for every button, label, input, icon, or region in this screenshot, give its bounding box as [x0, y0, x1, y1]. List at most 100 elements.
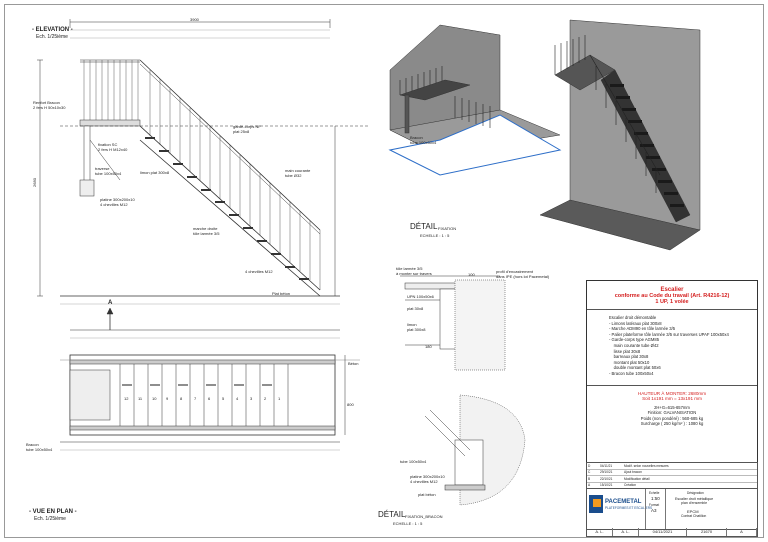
plan-beton: Béton: [348, 361, 359, 366]
note-platine: platine 300x200x10 4 chevilles M12: [100, 197, 135, 207]
detail-top-note-3: UPN 100x50x6: [407, 294, 434, 299]
plan-dim-width: 800: [347, 402, 354, 407]
headline-line-3: 1 UP, 1 volée: [655, 299, 689, 305]
section-detail-bottom: [424, 394, 526, 506]
plan-step-number: 3: [250, 396, 253, 401]
revision-cell: 04/11/21: [600, 464, 613, 468]
section-detail-top: [400, 275, 506, 371]
bracon-caption-title: DÉTAIL: [378, 510, 406, 519]
revision-cell: A: [588, 483, 591, 488]
elevation-view: [37, 19, 370, 305]
detail-top-note-1: tôle larmée 3/5 à monter sur travers: [396, 266, 432, 276]
plan-step-number: 5: [222, 396, 225, 401]
spec-line: barreaux plat 30x8: [609, 354, 649, 360]
iso-caption-scale: ECHELLE : 1 : 5: [420, 233, 450, 238]
scale-label: Echelle: [649, 491, 660, 495]
plan-view: [60, 307, 360, 451]
iso-caption-subtitle: FIXATION: [438, 226, 457, 231]
detail-bottom-note-2: platine 300x200x10 4 chevilles M12: [410, 474, 445, 484]
plan-step-number: 2: [264, 396, 267, 401]
plan-title: - VUE EN PLAN -: [29, 509, 77, 515]
info-line-1: 2H+G=615-657mm: [654, 404, 690, 410]
elevation-scale: Ech. 1/25ième: [36, 34, 68, 40]
title-headline: Escalier conforme au Code du travail (Ar…: [587, 281, 757, 305]
revision-cell: 29/10/21: [600, 470, 613, 475]
footer-cell: 21670: [687, 528, 727, 536]
hauteur-block: HAUTEUR À MONTER: 2680mm Soit 1x191 mm =…: [587, 386, 757, 401]
plan-step-number: 9: [166, 396, 169, 401]
spec-line: - Bracon tube 100x50x4: [609, 370, 654, 376]
client-sub: Contrat Chatillon: [681, 514, 707, 518]
spec-line: - Garde-corps type AGM85: [609, 337, 660, 343]
note-fixation: fixation SC 2 fers H M12x40: [98, 142, 128, 152]
plan-step-number: 6: [208, 396, 211, 401]
scale-value: 1:50: [651, 496, 660, 501]
format-value: A3: [651, 508, 657, 513]
plan-step-number: 1: [278, 396, 281, 401]
company-name: PACEMETAL: [605, 499, 642, 505]
revision-row: D 04/11/21 Modif. selon nouvelles mesures: [587, 463, 757, 470]
revision-cell: Ajout bracon: [624, 470, 642, 475]
dim-height: 2680: [31, 178, 37, 187]
note-garde-corps: garde-corps NF plat 25x8: [233, 124, 261, 134]
revision-cell: D: [588, 464, 591, 468]
footer-cell: A: [727, 528, 757, 536]
detail-top-dim-2: 180: [425, 344, 432, 349]
project-label: Désignation: [687, 491, 704, 495]
bracon-caption-subtitle: FIXATION_BRACON: [405, 514, 443, 519]
format-label: Format: [649, 503, 660, 507]
company-logo-accent: [593, 499, 601, 507]
plan-step-number: 7: [194, 396, 197, 401]
iso-caption-title: DÉTAIL: [410, 222, 438, 231]
plan-step-number: 8: [180, 396, 183, 401]
spec-line: - Marche ADM90 en tôle larmée 3/5: [609, 326, 676, 332]
info-line-4: Surcharge ( 250 kg/m² ) : 1080 kg: [640, 421, 704, 427]
project-value: Escalier droit métallique plan d'ensembl…: [675, 497, 714, 505]
plan-step-number: 10: [152, 396, 157, 401]
footer-cell: A. L.: [613, 528, 639, 536]
footer-cell: 04/11/2021: [639, 528, 687, 536]
info-block: 2H+G=615-657mm Finition: GALVANISATION P…: [587, 401, 757, 427]
headline-line-1: Escalier: [660, 287, 684, 293]
revision-cell: Modif. selon nouvelles mesures: [624, 464, 669, 468]
spec-line: double montant plat 50x6: [609, 365, 661, 371]
note-traverse: traverse tube 100x50x4: [95, 166, 122, 176]
note-limon: limon plat 300x8: [140, 170, 170, 175]
section-marker: A: [108, 300, 113, 306]
spec-line: Escalier droit démontable: [609, 315, 657, 320]
spec-line: - Palier plateforme tôle larmée 3/5 sur …: [609, 331, 729, 337]
detail-top-dim-1: 100: [468, 272, 475, 277]
company-sub: PLATEFORMES ET ESCALIERS: [605, 506, 653, 510]
cartouche: PACEMETAL PLATEFORMES ET ESCALIERS Echel…: [586, 488, 758, 530]
revision-cell: 15/10/21: [600, 483, 613, 488]
revision-cell: Modification détail: [624, 476, 650, 481]
spec-line: lisse plat 30x8: [609, 348, 641, 354]
footer-cell: A. L.: [587, 528, 613, 536]
info-line-3: Poids (non pondéré) : 560-685 kg: [640, 415, 704, 421]
hauteur-line-1: HAUTEUR À MONTER: 2680mm: [637, 390, 707, 396]
iso-staircase: [539, 19, 701, 251]
hauteur-line-2: Soit 1x191 mm = 13x191 mm: [642, 395, 702, 401]
client: EPCM: [687, 509, 699, 514]
elevation-title: - ELEVATION -: [32, 27, 73, 33]
note-chevilles: 4 chevilles M12: [245, 269, 273, 274]
iso-note: Bracon tube 100x50x4: [410, 135, 437, 145]
detail-bottom-note-3: plat béton: [418, 492, 436, 497]
bracon-caption-scale: ECHELLE : 1 : 5: [393, 521, 423, 526]
detail-bottom-note-1: tube 100x50x4: [400, 459, 427, 464]
note-marche: marche droite tôle larmée 3/5: [193, 226, 220, 236]
plan-step-number: 4: [236, 396, 239, 401]
detail-top-note-5: limon plat 300x8: [407, 322, 426, 332]
spec-line: main courante tube Ø42: [609, 342, 659, 348]
headline-line-2: conforme au Code du travail (Art. R4216-…: [614, 293, 730, 299]
revision-cell: B: [588, 476, 591, 481]
plan-step-number: 12: [124, 396, 129, 401]
note-plat-beton: Plat béton: [272, 291, 291, 296]
revision-cell: Création: [624, 483, 637, 488]
note-lisse: main courante tube Ø32: [285, 168, 311, 178]
